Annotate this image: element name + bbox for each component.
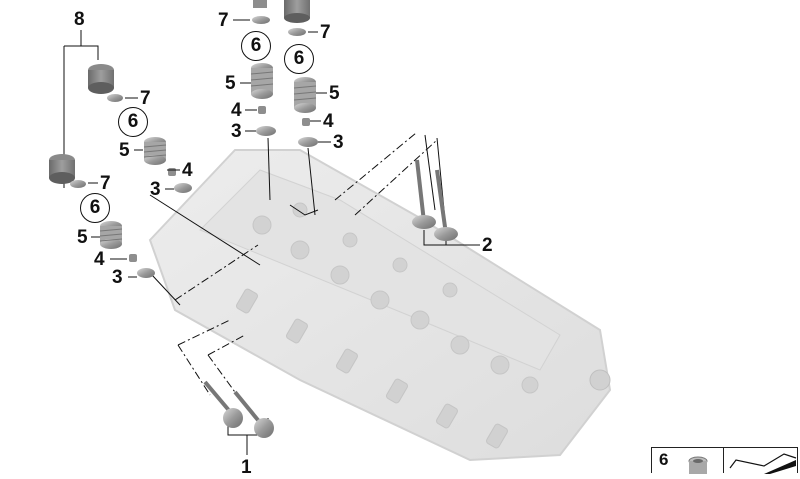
callout-2: 2 [482,235,493,256]
tappet-group-lower-left [49,154,155,278]
callout-5: 5 [77,227,88,248]
callout-7: 7 [218,10,229,31]
intake-valves [203,380,274,438]
legend-cell-keeper: 6 [652,448,723,474]
callout-7: 7 [100,173,111,194]
legend-number: 6 [659,450,669,469]
callout-4: 4 [182,160,193,181]
callout-3: 3 [150,179,161,200]
cylinder-head [148,149,612,462]
tappet-group-top-right [284,0,318,147]
callout-4: 4 [94,249,105,270]
callout-3: 3 [112,267,123,288]
callout-3: 3 [333,132,344,153]
callout-7: 7 [140,88,151,109]
flat-bar-icon [729,453,797,474]
callout-7: 7 [320,22,331,43]
tappet-group-top-center [250,0,276,136]
callout-1: 1 [241,457,252,478]
callout-4: 4 [231,100,242,121]
callout-5: 5 [329,83,340,104]
callout-8: 8 [74,9,85,30]
callout-6-circled: 6 [80,193,110,223]
callout-6-circled: 6 [284,44,314,74]
callout-6-circled: 6 [118,107,148,137]
legend-box: 6 [651,447,798,474]
valve-keeper-icon [688,456,708,474]
callout-5: 5 [119,140,130,161]
legend-cell-bar [723,448,797,474]
exhaust-valves [412,159,458,241]
callout-5: 5 [225,73,236,94]
callout-3: 3 [231,121,242,142]
callout-4: 4 [323,111,334,132]
callout-6-circled: 6 [241,31,271,61]
